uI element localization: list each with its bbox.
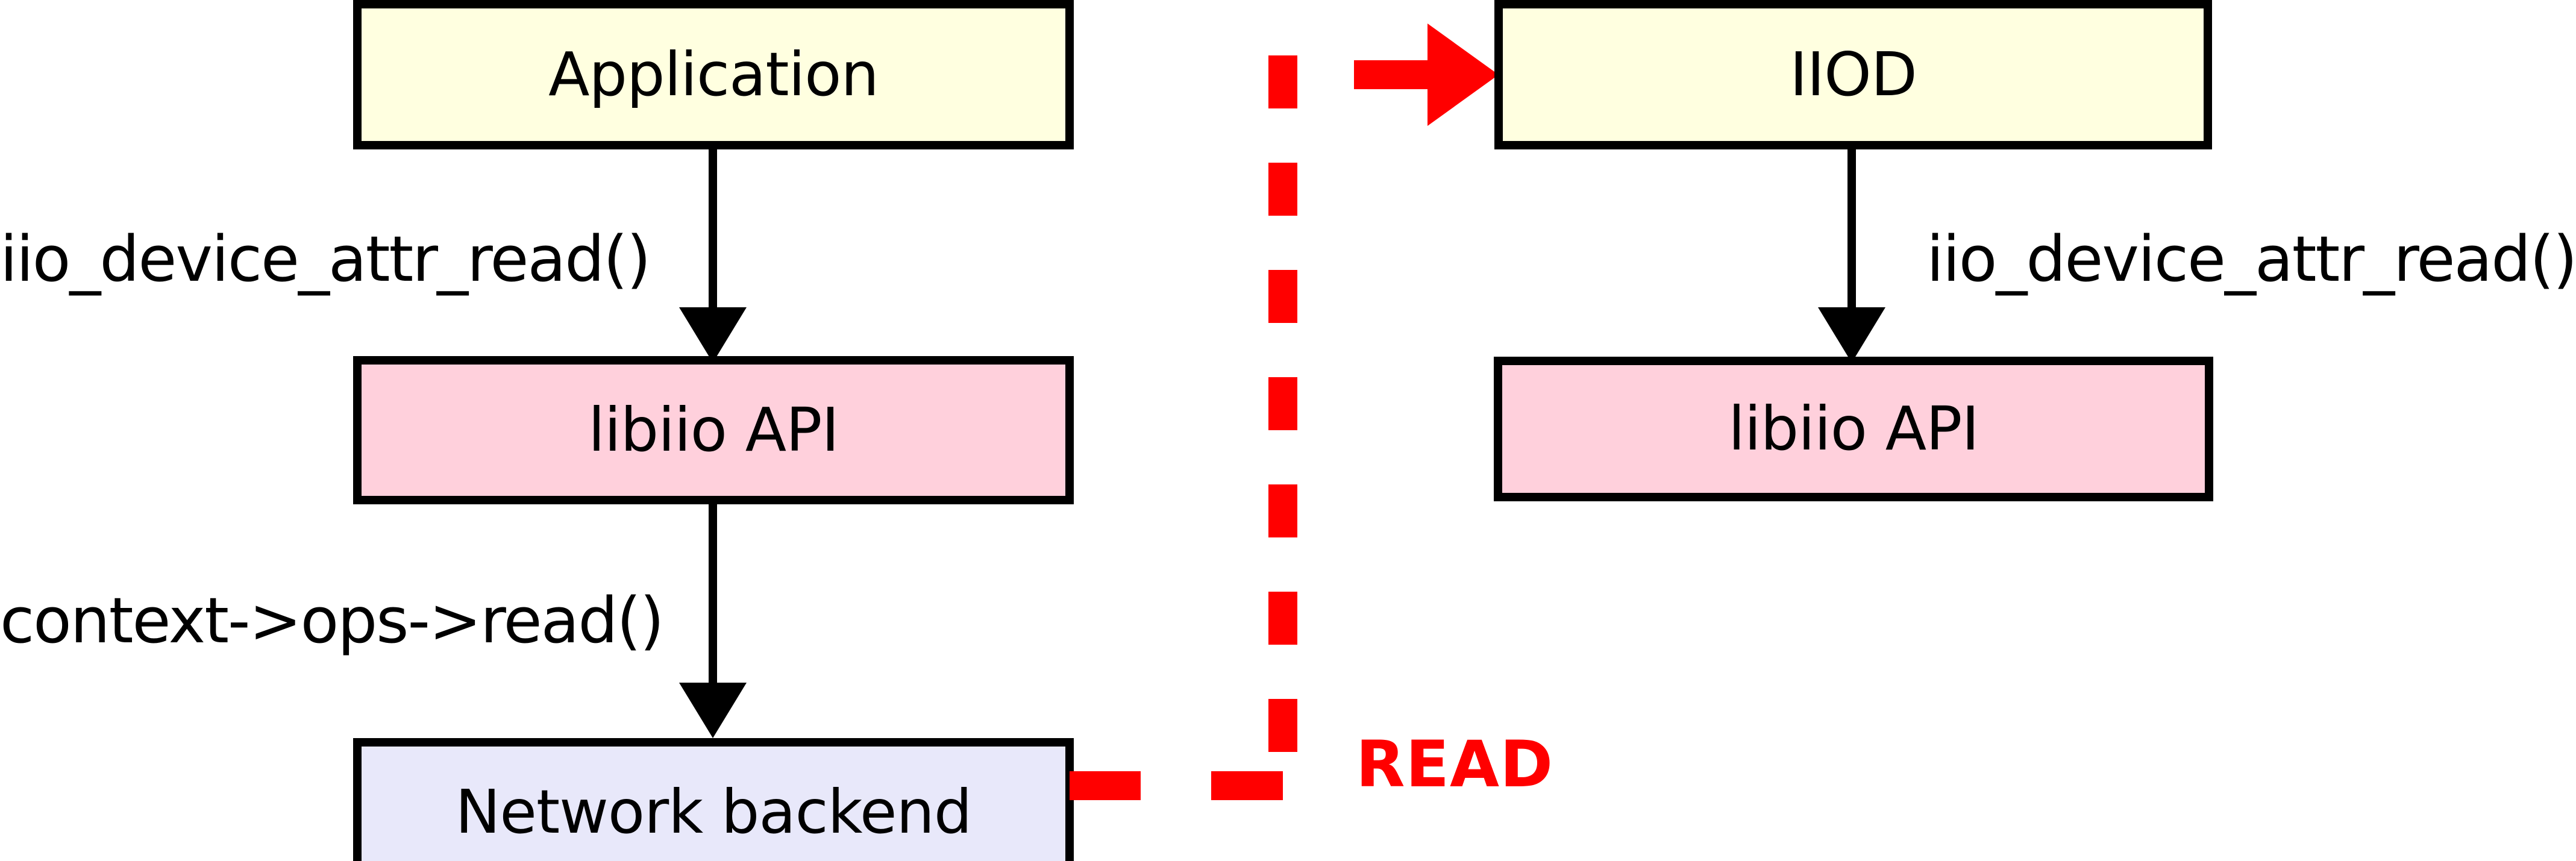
node-iiod: IIOD: [1494, 0, 2212, 149]
transport-read-label: READ: [1356, 727, 1554, 801]
node-application-label: Application: [548, 39, 879, 110]
transport-dash-horizontal-2: [1211, 771, 1283, 800]
node-iiod-label: IIOD: [1790, 39, 1917, 110]
edge-label-iio-device-attr-read-left: iio_device_attr_read(): [0, 222, 651, 296]
transport-divider-dash-6: [1268, 592, 1297, 645]
edge-label-iio-device-attr-read-right: iio_device_attr_read(): [1926, 222, 2576, 296]
node-libiio-api-left-label: libiio API: [588, 395, 839, 465]
arrowhead-down-icon-iiod-to-libiio: [1818, 307, 1885, 363]
node-application: Application: [353, 0, 1074, 149]
node-network-backend: Network backend: [353, 738, 1074, 861]
transport-divider-dash-5: [1268, 484, 1297, 537]
red-arrow-right-icon: [1354, 23, 1499, 126]
node-libiio-api-right-label: libiio API: [1728, 393, 1979, 464]
transport-divider-dash-4: [1268, 377, 1297, 430]
transport-divider-dash-2: [1268, 163, 1297, 216]
transport-divider-dash-3: [1268, 270, 1297, 323]
edge-line-iiod-to-libiio: [1847, 149, 1856, 318]
node-libiio-api-left: libiio API: [353, 356, 1074, 504]
arrowhead-down-icon-libiio-to-backend: [679, 683, 747, 738]
edge-line-libiio-to-backend: [709, 504, 717, 688]
node-network-backend-label: Network backend: [455, 777, 973, 847]
node-libiio-api-right: libiio API: [1494, 357, 2213, 501]
arrowhead-down-icon-app-to-libiio: [679, 307, 747, 363]
edge-label-context-ops-read: context->ops->read(): [0, 584, 664, 657]
transport-divider-dash-7: [1268, 699, 1297, 752]
transport-divider-dash-1: [1268, 55, 1297, 108]
transport-dash-horizontal-1: [1070, 771, 1141, 800]
edge-line-app-to-libiio: [709, 149, 717, 318]
